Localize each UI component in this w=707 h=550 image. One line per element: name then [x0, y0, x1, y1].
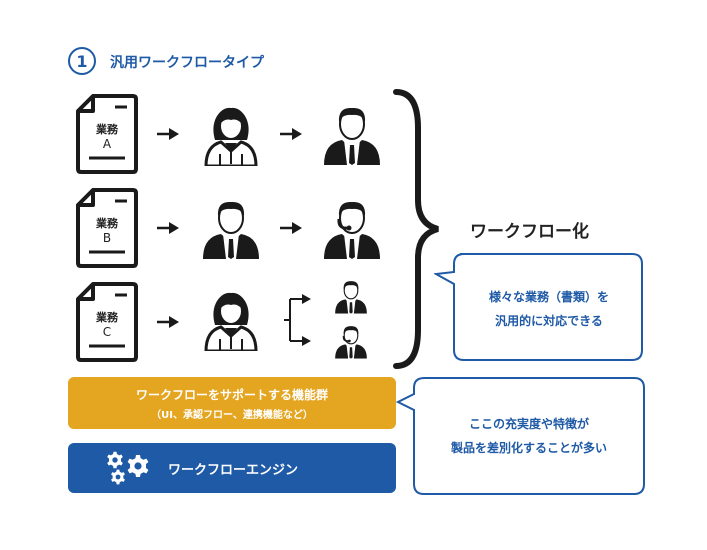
- section-number: 1: [76, 51, 88, 71]
- engine-bar-label: ワークフローエンジン: [168, 463, 299, 478]
- section-number-badge: 1: [68, 47, 96, 75]
- support-bar-line2: （UI、承認フロー、連携機能など）: [151, 410, 313, 421]
- woman-icon: [201, 104, 261, 166]
- document-label-line2: C: [102, 325, 112, 339]
- support-bar-line1: ワークフローをサポートする機能群: [135, 388, 328, 402]
- document-label-line2: B: [102, 231, 112, 245]
- document-b: 業務 B: [75, 187, 139, 273]
- arrow-right-icon: [157, 316, 179, 328]
- document-c: 業務 C: [75, 281, 139, 367]
- callout-bottom-line1: ここの充実度や特徴が: [468, 417, 589, 431]
- document-label-line1: 業務: [96, 123, 118, 136]
- businessman-icon: [201, 197, 261, 259]
- woman-icon: [201, 289, 261, 351]
- document-label-line2: A: [102, 137, 112, 151]
- document-a: 業務 A: [75, 93, 139, 179]
- arrow-right-icon: [157, 222, 179, 234]
- arrow-right-icon: [157, 128, 179, 140]
- support-agent-icon: [334, 323, 368, 359]
- businessman-icon: [322, 103, 382, 165]
- support-agent-icon: [322, 197, 382, 259]
- workflow-label: ワークフロー化: [470, 222, 589, 242]
- callout-box-top: [434, 253, 643, 361]
- arrow-right-icon: [280, 128, 302, 140]
- branch-arrow-icon: [284, 294, 311, 346]
- callout-top-line1: 様々な業務（書類）を: [488, 290, 609, 304]
- section-title: 汎用ワークフロータイプ: [110, 55, 264, 71]
- callout-top-line2: 汎用的に対応できる: [495, 314, 603, 328]
- workflow-engine-bar: ワークフローエンジン: [68, 443, 396, 493]
- document-label-line1: 業務: [96, 217, 118, 230]
- support-features-bar: ワークフローをサポートする機能群 （UI、承認フロー、連携機能など）: [68, 377, 396, 429]
- gear-icon: [126, 454, 150, 478]
- curly-brace: [393, 89, 439, 369]
- arrow-right-icon: [280, 222, 302, 234]
- businessman-icon: [334, 278, 368, 314]
- gear-icon: [110, 469, 126, 485]
- callout-bottom-line2: 製品を差別化することが多い: [450, 441, 607, 455]
- gear-icon: [106, 451, 124, 469]
- callout-box-bottom: [396, 377, 645, 495]
- document-label-line1: 業務: [96, 311, 118, 324]
